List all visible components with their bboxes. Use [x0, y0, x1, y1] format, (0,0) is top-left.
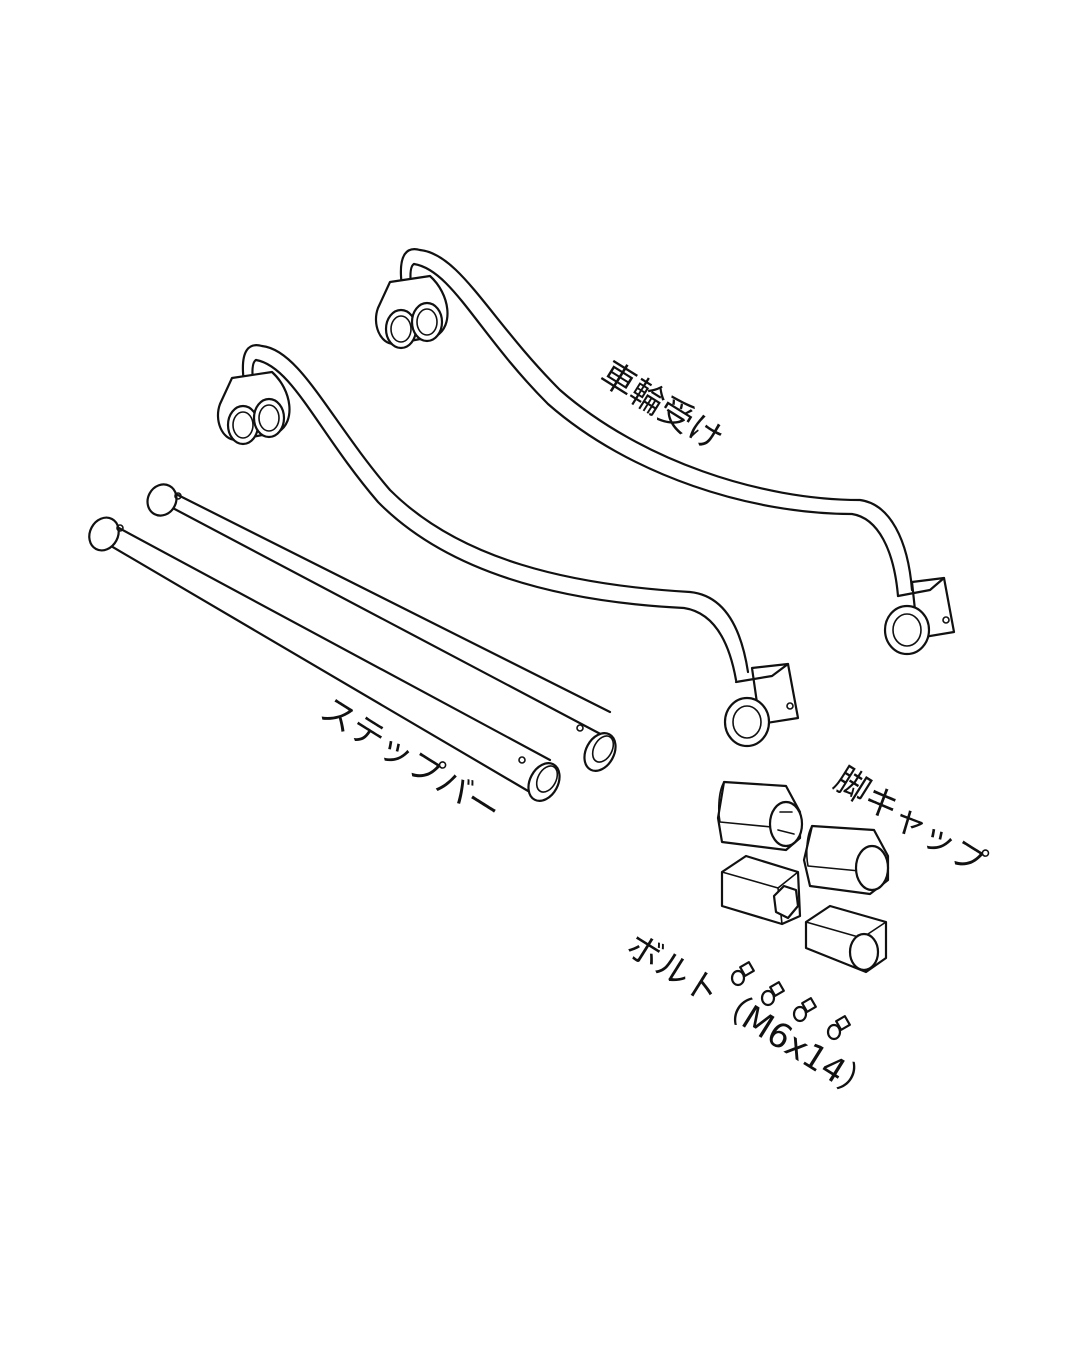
bolt-1	[730, 961, 755, 987]
leg-cap-4	[804, 904, 888, 974]
bolt-3	[792, 997, 817, 1023]
step-bar-front	[88, 516, 561, 802]
wheel-holder-front	[216, 344, 800, 748]
bolt-2	[760, 981, 785, 1007]
leg-cap-2	[802, 824, 890, 896]
step-bar-rear	[146, 483, 617, 772]
label-wheel-holder: 車輪受け	[593, 354, 730, 460]
leg-cap-3	[720, 854, 802, 926]
leg-cap-1	[716, 780, 804, 852]
bolt-4	[826, 1015, 851, 1041]
wheel-holder-rear	[374, 248, 956, 656]
